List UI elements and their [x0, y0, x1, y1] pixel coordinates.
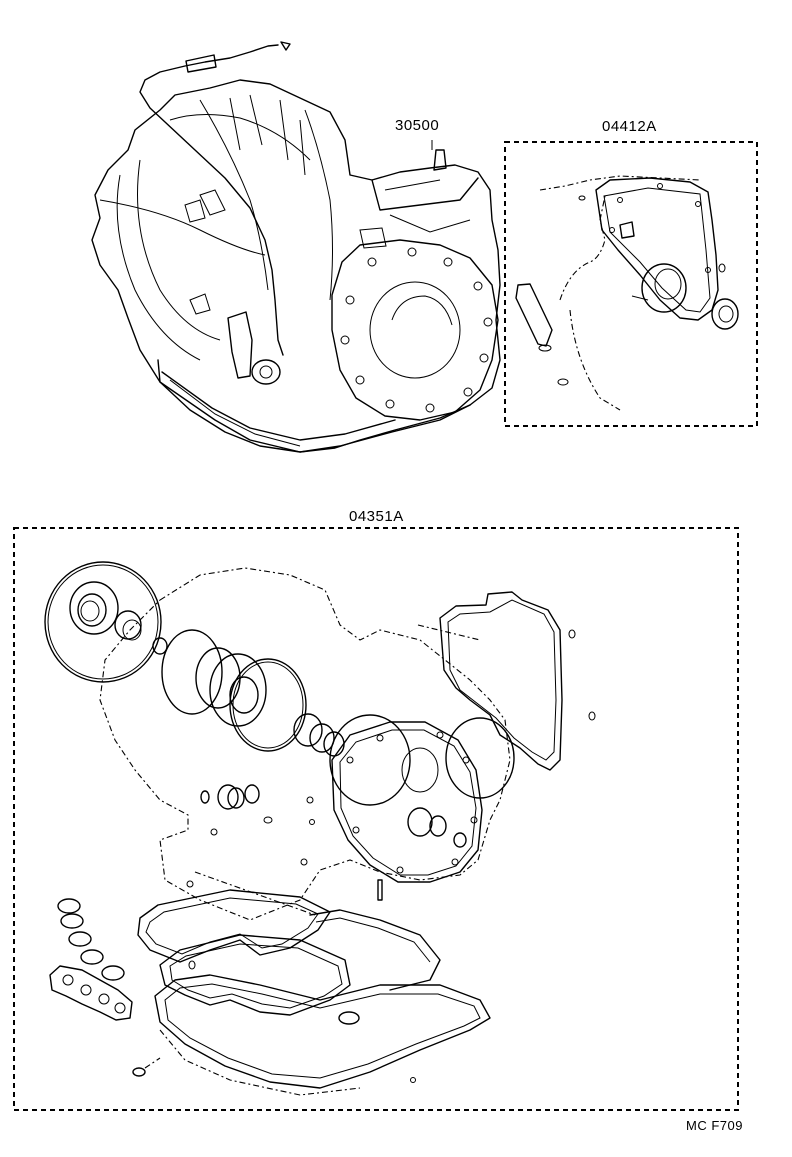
label-30500: 30500: [395, 117, 440, 134]
transmission-assembly-drawing: [91, 41, 501, 453]
gasket-kit-drawing: [515, 175, 739, 411]
overhaul-kit-box: [13, 527, 739, 1111]
gasket-kit-box: [504, 141, 758, 427]
label-04412a: 04412A: [602, 118, 657, 135]
label-04351a: 04351A: [349, 508, 404, 525]
figure-code: MC F709: [686, 1118, 743, 1133]
overhaul-kit-drawing: [44, 561, 596, 1096]
